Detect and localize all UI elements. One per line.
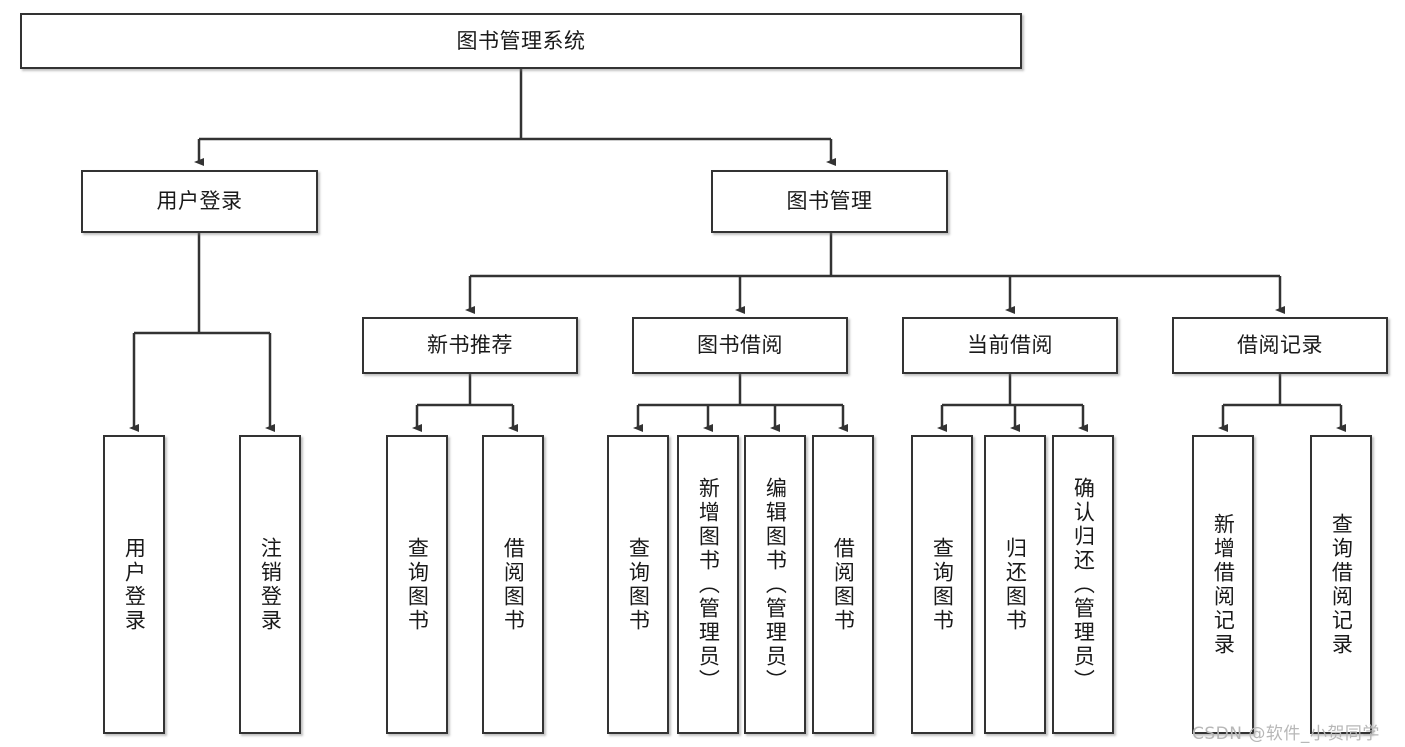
leaf-user-logout-label: 注销登录 <box>258 536 283 633</box>
leaf-current-query[interactable]: 查询图书 <box>911 435 973 734</box>
leaf-newbook-query[interactable]: 查询图书 <box>386 435 448 734</box>
leaf-borrow-edit-book[interactable]: 编辑图书（管理员） <box>744 435 806 734</box>
node-book-management[interactable]: 图书管理 <box>711 170 948 233</box>
leaf-borrow-query-label: 查询图书 <box>626 536 651 633</box>
leaf-borrow-book-label: 借阅图书 <box>831 536 856 633</box>
node-user-login[interactable]: 用户登录 <box>81 170 318 233</box>
leaf-user-login[interactable]: 用户登录 <box>103 435 165 734</box>
node-current-borrow[interactable]: 当前借阅 <box>902 317 1118 374</box>
node-book-borrow-label: 图书借阅 <box>697 333 783 358</box>
node-book-borrow[interactable]: 图书借阅 <box>632 317 848 374</box>
leaf-borrow-book[interactable]: 借阅图书 <box>812 435 874 734</box>
node-current-borrow-label: 当前借阅 <box>967 333 1053 358</box>
leaf-borrow-add-book-label: 新增图书（管理员） <box>696 476 721 693</box>
node-root-label: 图书管理系统 <box>456 28 586 53</box>
leaf-record-query[interactable]: 查询借阅记录 <box>1310 435 1372 734</box>
leaf-current-return-label: 归还图书 <box>1003 536 1028 633</box>
csdn-watermark: CSDN @软件_小贺同学 <box>1192 724 1380 744</box>
leaf-record-add-label: 新增借阅记录 <box>1211 512 1236 657</box>
node-user-login-label: 用户登录 <box>156 189 243 214</box>
node-new-book-recommend[interactable]: 新书推荐 <box>362 317 578 374</box>
leaf-borrow-edit-book-label: 编辑图书（管理员） <box>763 476 788 693</box>
leaf-current-query-label: 查询图书 <box>930 536 955 633</box>
node-borrow-records[interactable]: 借阅记录 <box>1172 317 1388 374</box>
leaf-borrow-query[interactable]: 查询图书 <box>607 435 669 734</box>
node-book-management-label: 图书管理 <box>786 189 873 214</box>
node-new-book-recommend-label: 新书推荐 <box>427 333 513 358</box>
leaf-current-confirm-return[interactable]: 确认归还（管理员） <box>1052 435 1114 734</box>
leaf-record-add[interactable]: 新增借阅记录 <box>1192 435 1254 734</box>
leaf-current-return[interactable]: 归还图书 <box>984 435 1046 734</box>
node-root[interactable]: 图书管理系统 <box>20 13 1022 69</box>
leaf-newbook-borrow-label: 借阅图书 <box>501 536 526 633</box>
leaf-current-confirm-return-label: 确认归还（管理员） <box>1071 476 1096 693</box>
node-borrow-records-label: 借阅记录 <box>1237 333 1323 358</box>
leaf-borrow-add-book[interactable]: 新增图书（管理员） <box>677 435 739 734</box>
leaf-newbook-borrow[interactable]: 借阅图书 <box>482 435 544 734</box>
leaf-user-logout[interactable]: 注销登录 <box>239 435 301 734</box>
leaf-record-query-label: 查询借阅记录 <box>1329 512 1354 657</box>
leaf-user-login-label: 用户登录 <box>122 536 147 633</box>
leaf-newbook-query-label: 查询图书 <box>405 536 430 633</box>
